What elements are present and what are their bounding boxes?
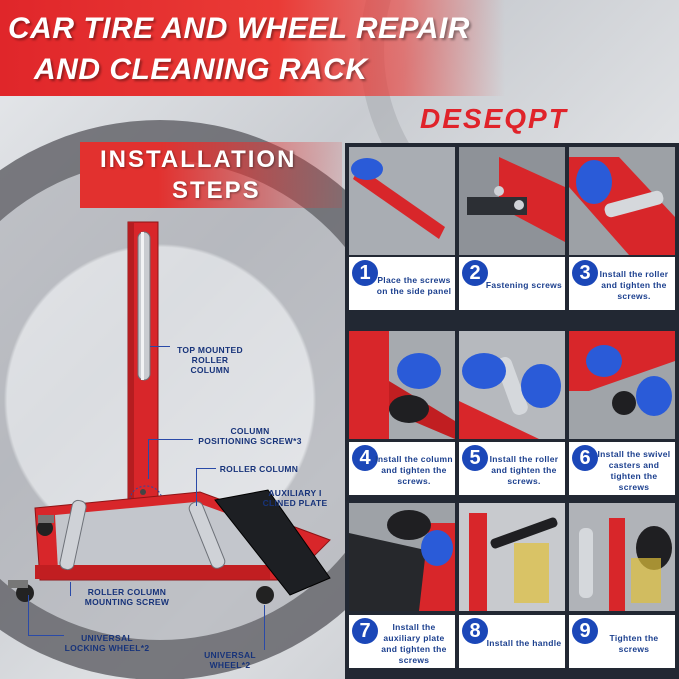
label-auxiliary-plate: AUXILIARY I CLINED PLATE bbox=[250, 488, 340, 508]
leader-roller-column-drop bbox=[196, 468, 197, 506]
installation-heading-line-2: STEPS bbox=[172, 177, 261, 204]
brand-logo: DESEQPT bbox=[420, 103, 568, 134]
step-9-number: 9 bbox=[572, 618, 598, 644]
step-7-number: 7 bbox=[352, 618, 378, 644]
step-9-photo bbox=[569, 503, 675, 611]
label-top-roller-text: TOP MOUNTED ROLLER COLUMN bbox=[177, 345, 243, 375]
installation-heading: INSTALLATION STEPS bbox=[80, 142, 342, 208]
step-9-caption: 9 Tighten the screws bbox=[569, 615, 675, 668]
label-mounting-screw-text: ROLLER COLUMN MOUNTING SCREW bbox=[84, 587, 170, 607]
title-line-2: AND CLEANING RACK bbox=[34, 53, 368, 86]
label-mounting-screw: ROLLER COLUMN MOUNTING SCREW bbox=[62, 587, 192, 607]
label-locking-wheel: UNIVERSAL LOCKING WHEEL*2 bbox=[52, 633, 162, 653]
step-2-photo bbox=[459, 147, 565, 255]
leader-mounting-screw bbox=[70, 582, 71, 596]
step-8-photo bbox=[459, 503, 565, 611]
label-roller-column: ROLLER COLUMN bbox=[213, 464, 305, 474]
leader-universal-wheel bbox=[264, 605, 265, 650]
leader-positioning-screw-drop bbox=[148, 439, 149, 479]
step-7-illustration bbox=[349, 503, 455, 611]
step-9-text: Tighten the screws bbox=[609, 632, 659, 654]
installation-heading-line-1: INSTALLATION bbox=[100, 146, 297, 173]
step-3-caption: 3 Install the roller and tighten the scr… bbox=[569, 257, 675, 310]
step-5-illustration bbox=[459, 331, 565, 439]
step-3-photo bbox=[569, 147, 675, 255]
step-1-number: 1 bbox=[352, 260, 378, 286]
label-universal-wheel: UNIVERSAL WHEEL*2 bbox=[192, 650, 268, 670]
step-2-text: Fastening screws bbox=[485, 280, 563, 290]
label-roller-column-text: ROLLER COLUMN bbox=[219, 464, 299, 474]
label-positioning-screw-text: COLUMN POSITIONING SCREW*3 bbox=[198, 426, 302, 446]
step-5-caption: 5 Install the roller and tighten the scr… bbox=[459, 442, 565, 495]
step-7-photo bbox=[349, 503, 455, 611]
step-6-photo bbox=[569, 331, 675, 439]
step-2-illustration bbox=[459, 147, 565, 255]
leader-top-roller bbox=[150, 346, 170, 347]
leader-positioning-screw bbox=[148, 439, 193, 440]
step-2-caption: 2 Fastening screws bbox=[459, 257, 565, 310]
step-9-illustration bbox=[569, 503, 675, 611]
title-banner: CAR TIRE AND WHEEL REPAIR AND CLEANING R… bbox=[0, 0, 505, 96]
step-6-number: 6 bbox=[572, 445, 598, 471]
step-5-text: Install the roller and tighten the screw… bbox=[489, 454, 559, 486]
step-8-illustration bbox=[459, 503, 565, 611]
rack-illustration: TOP MOUNTED ROLLER COLUMN COLUMN POSITIO… bbox=[0, 210, 345, 679]
leader-locking-wheel-h bbox=[28, 635, 64, 636]
step-4-number: 4 bbox=[352, 445, 378, 471]
step-4-text: Install the column and tighten the screw… bbox=[375, 454, 453, 486]
step-1-caption: 1 Place the screws on the side panel bbox=[349, 257, 455, 310]
steps-panel: 1 Place the screws on the side panel 2 F… bbox=[345, 143, 679, 679]
label-universal-wheel-text: UNIVERSAL WHEEL*2 bbox=[204, 650, 256, 670]
step-3-text: Install the roller and tighten the screw… bbox=[599, 269, 669, 301]
step-3-illustration bbox=[569, 147, 675, 255]
label-top-roller: TOP MOUNTED ROLLER COLUMN bbox=[168, 345, 252, 375]
step-5-number: 5 bbox=[462, 445, 488, 471]
label-auxiliary-plate-text: AUXILIARY I CLINED PLATE bbox=[262, 488, 328, 508]
leader-roller-column bbox=[196, 468, 216, 469]
title-line-1: CAR TIRE AND WHEEL REPAIR bbox=[8, 12, 470, 45]
step-2-number: 2 bbox=[462, 260, 488, 286]
label-positioning-screw: COLUMN POSITIONING SCREW*3 bbox=[188, 426, 312, 446]
step-8-text: Install the handle bbox=[486, 638, 562, 648]
step-7-text: Install the auxiliary plate and tighten … bbox=[381, 621, 447, 665]
step-7-caption: 7 Install the auxiliary plate and tighte… bbox=[349, 615, 455, 668]
leader-locking-wheel bbox=[28, 595, 29, 635]
step-1-photo bbox=[349, 147, 455, 255]
step-4-caption: 4 Install the column and tighten the scr… bbox=[349, 442, 455, 495]
label-locking-wheel-text: UNIVERSAL LOCKING WHEEL*2 bbox=[64, 633, 150, 653]
step-8-caption: 8 Install the handle bbox=[459, 615, 565, 668]
step-1-illustration bbox=[349, 147, 455, 255]
rack-drawing bbox=[8, 221, 331, 604]
step-8-number: 8 bbox=[462, 618, 488, 644]
step-4-photo bbox=[349, 331, 455, 439]
step-4-illustration bbox=[349, 331, 455, 439]
step-3-number: 3 bbox=[572, 260, 598, 286]
step-5-photo bbox=[459, 331, 565, 439]
step-1-text: Place the screws on the side panel bbox=[376, 274, 452, 296]
step-6-illustration bbox=[569, 331, 675, 439]
step-6-text: Install the swivel casters and tighten t… bbox=[597, 448, 671, 492]
step-6-caption: 6 Install the swivel casters and tighten… bbox=[569, 442, 675, 495]
